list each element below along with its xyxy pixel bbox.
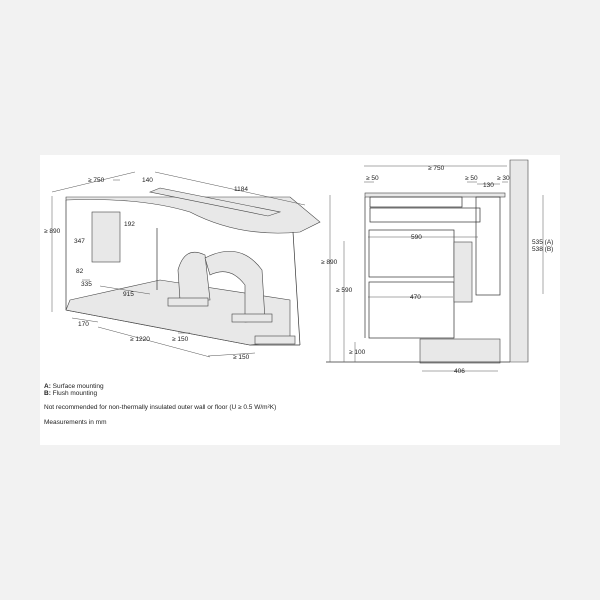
- dim-label: ≥ 50: [465, 175, 478, 182]
- dim-label: 1184: [234, 186, 248, 193]
- dim-label: 535 (A): [532, 239, 553, 246]
- duct-section: [453, 241, 473, 303]
- duct-elbow: [177, 251, 211, 301]
- dim-label: ≥ 30: [497, 175, 510, 182]
- duct-base-2: [231, 313, 273, 323]
- units-note: Measurements in mm: [44, 419, 107, 426]
- dim-label: 347: [74, 238, 85, 245]
- dim-label: ≥ 890: [44, 228, 61, 235]
- dim-label: 130: [483, 182, 494, 189]
- dim-label: 406: [454, 368, 465, 375]
- dim-label: 192: [124, 221, 135, 228]
- dim-label: ≥ 750: [428, 165, 445, 172]
- dim-label: ≥ 1220: [130, 336, 150, 343]
- dim-label: 470: [410, 294, 421, 301]
- dim-label: ≥ 750: [88, 177, 105, 184]
- dim-label: ≥ 590: [336, 287, 353, 294]
- perspective-view: [51, 171, 321, 358]
- dim-label: 590: [411, 234, 422, 241]
- dim-label: ≥ 150: [172, 336, 189, 343]
- legend-b: B: Flush mounting: [44, 390, 98, 397]
- downdraft-vent: [148, 187, 282, 217]
- dim-label: ≥ 50: [366, 175, 379, 182]
- plinth-grille: [254, 335, 296, 345]
- drawer-lower: [368, 281, 455, 339]
- appliance-box: [91, 211, 121, 263]
- legend-a: A: Surface mounting: [44, 383, 104, 390]
- plinth-grille-section: [419, 338, 501, 364]
- dim-label: 82: [76, 268, 84, 275]
- dim-label: 140: [142, 177, 153, 184]
- duct-base: [167, 297, 209, 307]
- vent-unit: [475, 196, 501, 296]
- dim-label: 915: [123, 291, 134, 298]
- countertop: [65, 196, 321, 234]
- dim-label: 170: [78, 321, 89, 328]
- brick-wall: [509, 159, 529, 363]
- dim-label: ≥ 100: [349, 349, 366, 356]
- dim-label: ≥ 150: [233, 354, 250, 361]
- section-view: [326, 159, 544, 372]
- dim-label: ≥ 890: [321, 259, 338, 266]
- worktop: [364, 192, 506, 198]
- warning-note: Not recommended for non-thermally insula…: [44, 404, 277, 411]
- dim-label: 538 (B): [532, 246, 553, 253]
- dim-label: 335: [81, 281, 92, 288]
